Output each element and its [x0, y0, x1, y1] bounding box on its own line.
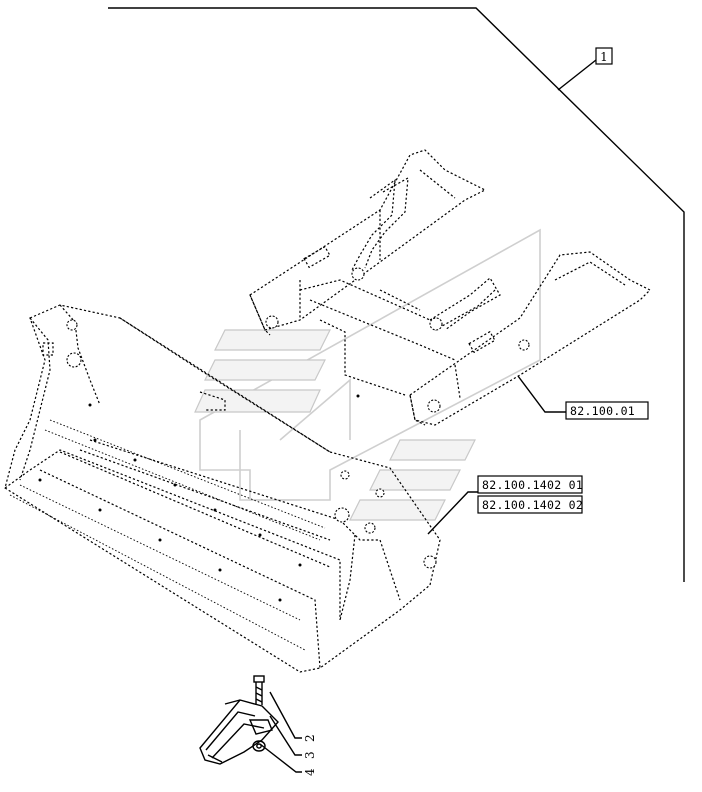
- callout-box-1[interactable]: 1: [595, 47, 613, 65]
- ref-bucket-2-text: 82.100.1402 02: [482, 498, 583, 512]
- ref-bucket-1-text: 82.100.1402 01: [482, 478, 583, 492]
- ref-label-bucket-1[interactable]: 82.100.1402 01: [477, 475, 583, 494]
- loader-arms: [249, 149, 652, 426]
- ref-label-bucket-2[interactable]: 82.100.1402 02: [477, 495, 583, 514]
- tooth-assembly: [199, 675, 279, 765]
- callout-box-label: 1: [600, 50, 608, 64]
- bucket: [4, 304, 441, 673]
- part-number-bolt: 2: [303, 734, 317, 742]
- watermark-logo: [194, 228, 541, 521]
- bolt-part: [253, 675, 265, 705]
- ref-label-arms[interactable]: 82.100.01: [565, 401, 649, 420]
- ref-arms-text: 82.100.01: [570, 404, 635, 418]
- nut-part: [252, 740, 266, 752]
- part-numbers: 2 3 4: [303, 734, 317, 776]
- leader-lines: [259, 375, 566, 773]
- part-number-nut: 4: [303, 768, 317, 776]
- tooth-part: [199, 699, 279, 765]
- frame-lines: [108, 7, 685, 582]
- part-number-tooth: 3: [303, 751, 317, 759]
